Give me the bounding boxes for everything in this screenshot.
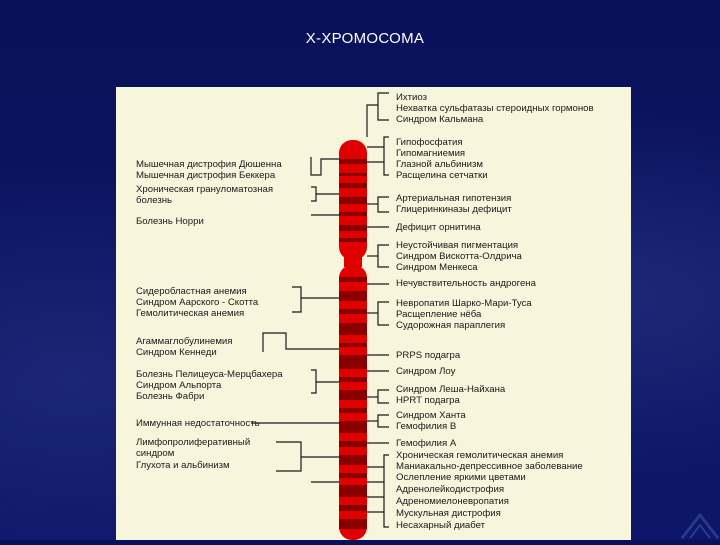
right-label-muscular-dystrophy: Мускульная дистрофия bbox=[396, 508, 501, 519]
left-label-pelizaeus: Болезнь Пелицеуса-Мерцбахера bbox=[136, 369, 283, 380]
left-connectors bbox=[251, 157, 339, 483]
chromosome-bands bbox=[339, 159, 367, 529]
left-label-granulomatous-2: болезнь bbox=[136, 195, 173, 206]
right-label-lowe: Синдром Лоу bbox=[396, 366, 456, 377]
right-label-paraplegia: Судорожная параплегия bbox=[396, 320, 506, 331]
left-label-becker: Мышечная дистрофия Беккера bbox=[136, 170, 276, 181]
left-label-lymphoproliferative: Лимфопролиферативный bbox=[136, 437, 251, 448]
right-label-adrenoleukodystrophy: Адренолейкодистрофия bbox=[396, 484, 505, 495]
slide-title: Х-ХРОМОСОМА bbox=[305, 30, 425, 47]
right-label-hprt-gout: HPRT подагра bbox=[396, 395, 460, 406]
right-label-cleft-palate: Расщепление нёба bbox=[396, 309, 482, 320]
right-label-hemophilia-a: Гемофилия А bbox=[396, 438, 457, 449]
right-label-pigmentation: Неустойчивая пигментация bbox=[396, 240, 519, 251]
right-label-ocular-albinism: Глазной альбинизм bbox=[396, 159, 483, 170]
right-label-wiskott-aldrich: Синдром Вискотта-Олдрича bbox=[396, 251, 522, 262]
left-label-fabry: Болезнь Фабри bbox=[136, 391, 205, 402]
right-label-glycerol-kinase: Глицеринкиназы дефицит bbox=[396, 204, 512, 215]
right-label-prps-gout: PRPS подагра bbox=[396, 350, 461, 361]
right-label-adrenomyeloneuropathy: Адреномиелоневропатия bbox=[396, 496, 509, 507]
right-label-hunter: Синдром Ханта bbox=[396, 410, 466, 421]
corner-decoration bbox=[680, 505, 720, 540]
left-label-agammaglobulinemia: Агаммаглобулинемия bbox=[136, 336, 233, 347]
right-label-hypophosphatemia: Гипофосфатия bbox=[396, 137, 463, 148]
right-label-hypomagnesemia: Гипомагниемия bbox=[396, 148, 466, 159]
right-connectors bbox=[366, 92, 389, 528]
left-label-hemolytic: Гемолитическая анемия bbox=[136, 308, 245, 319]
right-label-color-blindness: Ослепление яркими цветами bbox=[396, 472, 526, 483]
right-label-charcot: Невропатия Шарко-Мари-Туса bbox=[396, 298, 532, 309]
chromosome-diagram bbox=[251, 92, 389, 540]
left-label-aarskog: Синдром Аарского - Скотта bbox=[136, 297, 259, 308]
left-label-immunodeficiency: Иммунная недостаточность bbox=[136, 418, 260, 429]
right-label-hemophilia-b: Гемофилия В bbox=[396, 421, 457, 432]
right-label-ornithine: Дефицит орнитина bbox=[396, 222, 481, 233]
left-label-kennedy: Синдром Кеннеди bbox=[136, 347, 217, 358]
right-label-ichthyosis: Ихтиоз bbox=[396, 92, 427, 103]
left-label-sideroblastic: Сидеробластная анемия bbox=[136, 286, 247, 297]
right-label-hypotension: Артериальная гипотензия bbox=[396, 193, 512, 204]
right-label-manic-depressive: Маниакально-депрессивное заболевание bbox=[396, 461, 583, 472]
right-label-steroid-sulfatase: Нехватка сульфатазы стероидных гормонов bbox=[396, 103, 594, 114]
left-label-duchenne: Мышечная дистрофия Дюшенна bbox=[136, 159, 282, 170]
right-label-kallmann: Синдром Кальмана bbox=[396, 114, 484, 125]
right-label-chronic-hemolytic: Хроническая гемолитическая анемия bbox=[396, 450, 564, 461]
right-label-menkes: Синдром Менкеса bbox=[396, 262, 478, 273]
right-label-diabetes-insipidus: Несахарный диабет bbox=[396, 520, 486, 531]
left-label-alport: Синдром Альпорта bbox=[136, 380, 222, 391]
right-label-lesch-nyhan: Синдром Леша-Найхана bbox=[396, 384, 506, 395]
chromosome-long-arm bbox=[339, 265, 367, 540]
left-label-deafness-albinism: Глухота и альбинизм bbox=[136, 460, 230, 471]
right-label-retinoschisis: Расщелина сетчатки bbox=[396, 170, 488, 181]
left-label-norrie: Болезнь Норри bbox=[136, 216, 204, 227]
left-label-granulomatous: Хроническая грануломатозная bbox=[136, 184, 274, 195]
left-label-lymphoproliferative-2: синдром bbox=[136, 448, 175, 459]
right-label-androgen: Нечувствительность андрогена bbox=[396, 278, 536, 289]
chromosome-map-panel: Мышечная дистрофия Дюшенна Мышечная дист… bbox=[116, 87, 631, 540]
centromere bbox=[344, 255, 362, 267]
